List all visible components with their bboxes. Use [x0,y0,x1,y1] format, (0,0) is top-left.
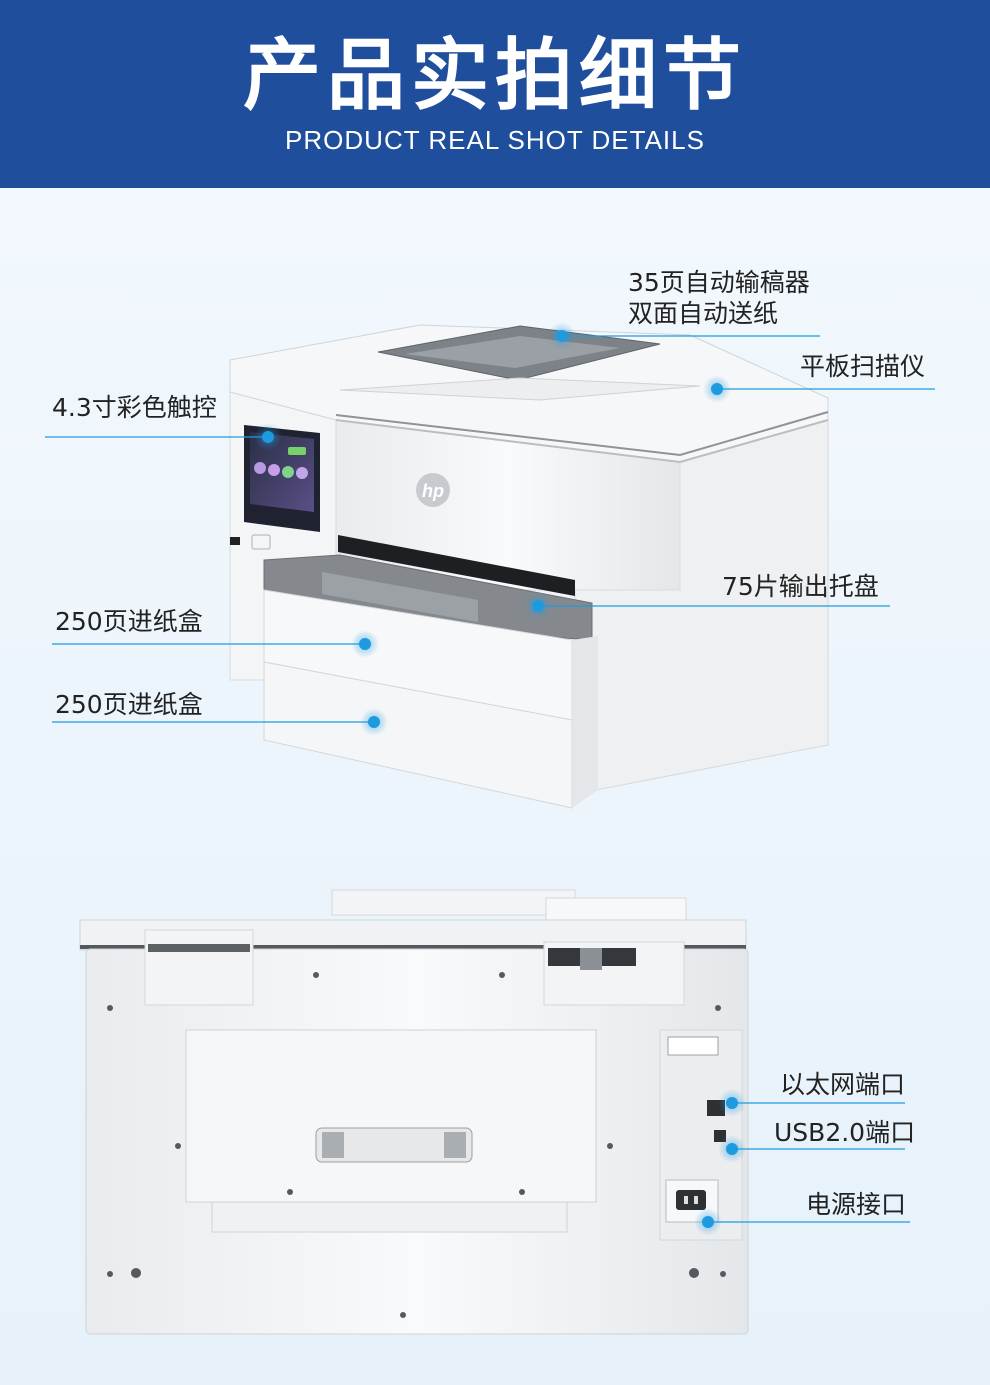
label-touch: 4.3寸彩色触控 [52,393,217,422]
callout-dots [254,322,746,1236]
header-banner: 产品实拍细节 PRODUCT REAL SHOT DETAILS [0,0,990,188]
dot-power [694,1208,722,1236]
label-output-tray: 75片输出托盘 [722,572,879,601]
page-title: 产品实拍细节 [242,31,747,121]
label-adf-line1: 35页自动输稿器 [628,268,810,297]
label-tray1: 250页进纸盒 [55,607,203,636]
front-printer-image: hp [229,324,829,809]
dot-adf [548,322,576,350]
dot-tray1 [351,630,379,658]
page-subtitle: PRODUCT REAL SHOT DETAILS [285,125,705,155]
back-printer-image [79,889,749,1335]
dot-touch [254,423,282,451]
dot-usb [718,1135,746,1163]
label-tray2: 250页进纸盒 [55,690,203,719]
label-power: 电源接口 [806,1190,907,1219]
label-usb: USB2.0端口 [774,1118,916,1147]
callout-lines [45,335,935,1223]
dot-output-tray [524,592,552,620]
label-ethernet: 以太网端口 [780,1070,906,1099]
dot-scanner [703,375,731,403]
label-adf-line2: 双面自动送纸 [628,299,779,328]
dot-ethernet [718,1089,746,1117]
hp-logo: hp [422,481,444,501]
label-scanner: 平板扫描仪 [800,352,926,381]
dot-tray2 [360,708,388,736]
